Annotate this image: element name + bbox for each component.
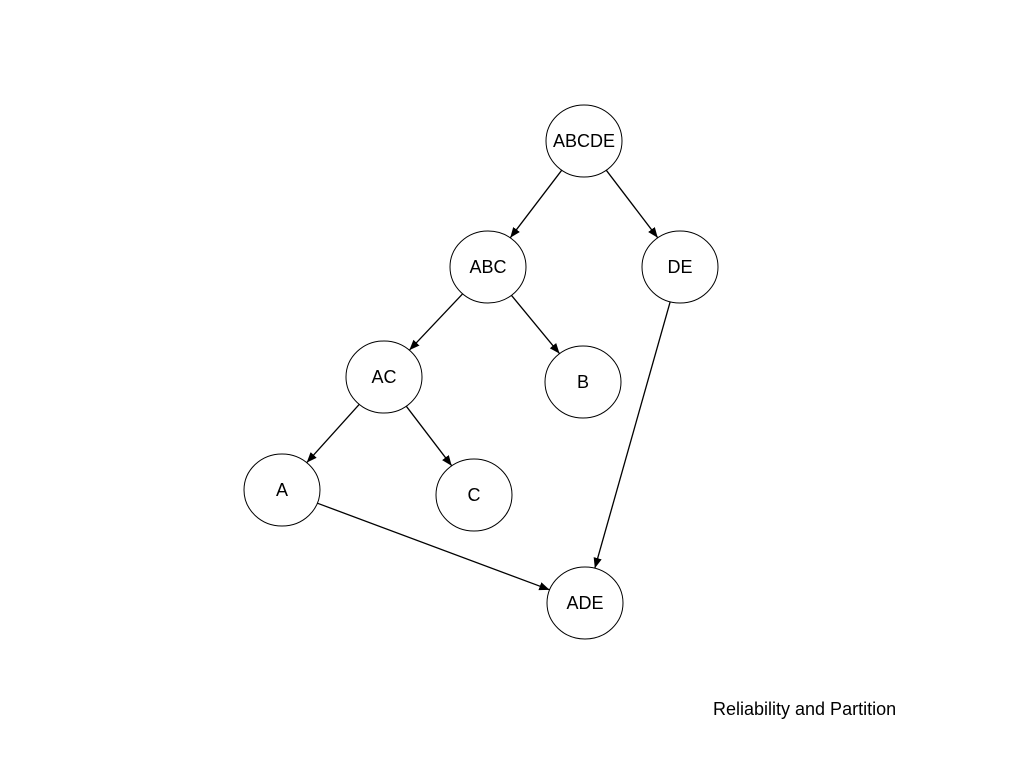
node-label: ABCDE: [553, 131, 615, 151]
node-circle: [449, 230, 527, 304]
node-circle: [546, 566, 624, 640]
node-label: ABC: [469, 257, 506, 277]
node-a: A: [243, 453, 321, 527]
node-circle: [544, 345, 622, 419]
node-label: DE: [667, 257, 692, 277]
node-circle: [435, 458, 513, 532]
node-abcde: ABCDE: [545, 104, 623, 178]
node-circle: [243, 453, 321, 527]
node-c: C: [435, 458, 513, 532]
node-b: B: [544, 345, 622, 419]
node-label: C: [468, 485, 481, 505]
node-ac: AC: [345, 340, 423, 414]
node-ade: ADE: [546, 566, 624, 640]
edges-layer: [306, 169, 671, 591]
node-label: B: [577, 372, 589, 392]
edge-abc-to-b: [510, 294, 561, 355]
edge-de-to-ade: [593, 301, 671, 569]
edge-abcde-to-de: [605, 169, 659, 239]
node-label: A: [276, 480, 288, 500]
edge-abc-to-ac: [408, 293, 464, 351]
node-label: ADE: [566, 593, 603, 613]
edge-abcde-to-abc: [509, 169, 563, 239]
node-de: DE: [641, 230, 719, 304]
node-circle: [641, 230, 719, 304]
edge-ac-to-a: [306, 403, 360, 464]
node-circle: [345, 340, 423, 414]
edge-a-to-ade: [317, 502, 550, 591]
node-abc: ABC: [449, 230, 527, 304]
edge-ac-to-c: [405, 405, 453, 467]
node-label: AC: [371, 367, 396, 387]
diagram-caption: Reliability and Partition: [713, 699, 897, 719]
node-circle: [545, 104, 623, 178]
